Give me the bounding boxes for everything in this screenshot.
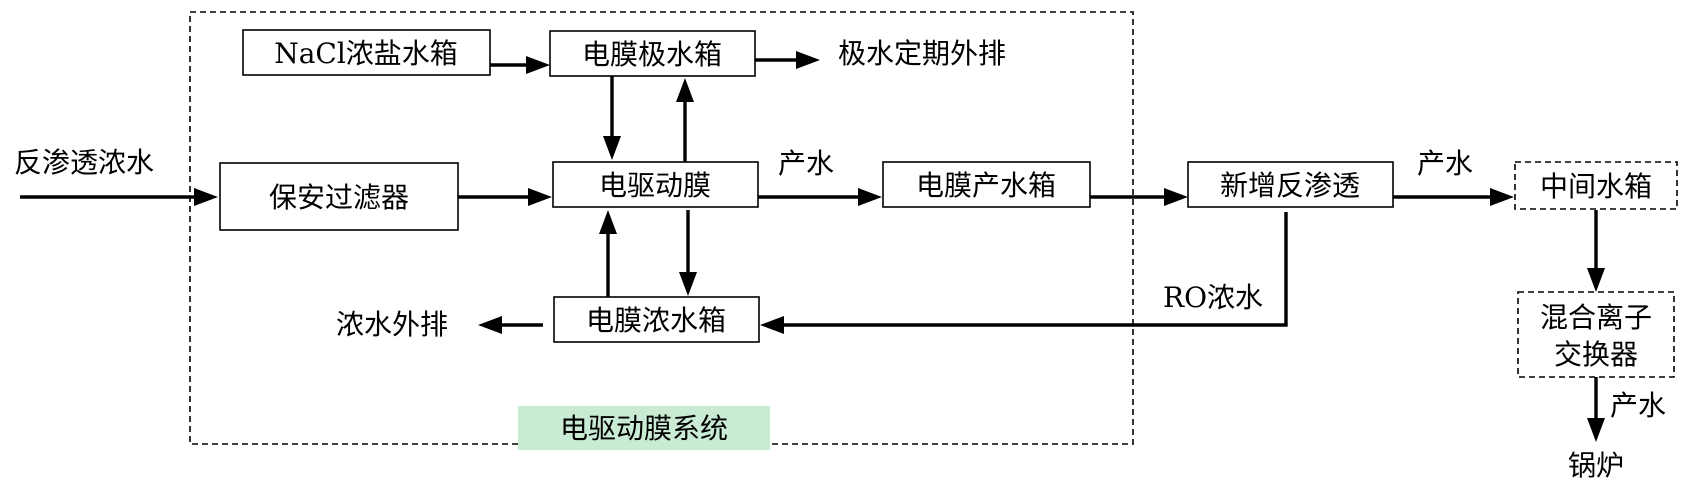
product-water-tank-label: 电膜产水箱 bbox=[916, 169, 1056, 202]
arrow-inlet-to-filter-head bbox=[194, 188, 218, 206]
mixed-bed-exchanger-box bbox=[1517, 291, 1675, 378]
arrow-concentrate-tank-to-membrane-head bbox=[599, 210, 617, 234]
arrow-ro-to-intermediate-head bbox=[1490, 188, 1514, 206]
safety-filter-label: 保安过滤器 bbox=[269, 181, 409, 214]
arrow-ro-concentrate-return-head bbox=[760, 316, 784, 334]
ro-concentrate-return-label: RO浓水 bbox=[1163, 281, 1263, 314]
arrow-ro-concentrate-return bbox=[782, 212, 1288, 327]
mixed-bed-label-line2: 交换器 bbox=[1554, 338, 1638, 371]
product-water-tank-box bbox=[882, 161, 1091, 208]
arrow-concentrate-discharge-head bbox=[478, 316, 502, 334]
arrow-intermediate-to-mixed-bed-head bbox=[1587, 268, 1605, 292]
intermediate-tank-box bbox=[1514, 161, 1678, 210]
new-ro-box bbox=[1187, 161, 1394, 208]
arrow-filter-to-membrane-head bbox=[528, 188, 552, 206]
nacl-tank-label: NaCl浓盐水箱 bbox=[274, 37, 458, 70]
product-water-label-2: 产水 bbox=[1417, 147, 1473, 180]
electrode-water-tank-box bbox=[549, 30, 756, 77]
ro-concentrate-inlet-label: 反渗透浓水 bbox=[14, 146, 154, 179]
arrow-membrane-to-concentrate-tank-head bbox=[679, 272, 697, 296]
concentrate-tank-box bbox=[553, 296, 760, 343]
new-ro-label: 新增反渗透 bbox=[1220, 169, 1360, 202]
boiler-label: 锅炉 bbox=[1568, 449, 1624, 482]
product-water-label-3: 产水 bbox=[1610, 389, 1666, 422]
arrow-product-tank-to-ro-head bbox=[1164, 188, 1188, 206]
intermediate-tank-label: 中间水箱 bbox=[1540, 170, 1652, 203]
nacl-tank-box bbox=[242, 29, 491, 76]
membrane-system-boundary bbox=[189, 11, 1134, 445]
concentrate-tank-label: 电膜浓水箱 bbox=[586, 304, 726, 337]
system-label-background bbox=[518, 406, 770, 450]
arrow-membrane-to-electrode-tank-head bbox=[676, 78, 694, 102]
electrodialysis-membrane-label: 电驱动膜 bbox=[599, 169, 711, 202]
mixed-bed-label-line1: 混合离子 bbox=[1540, 301, 1652, 334]
concentrate-discharge-label: 浓水外排 bbox=[336, 308, 448, 341]
arrow-nacl-to-electrode-tank-head bbox=[526, 56, 550, 74]
electrode-water-tank-label: 电膜极水箱 bbox=[582, 38, 722, 71]
arrow-membrane-to-product-tank-head bbox=[858, 188, 882, 206]
electrodialysis-membrane-box bbox=[552, 161, 759, 208]
arrow-electrode-discharge-head bbox=[796, 51, 820, 69]
arrow-mixed-bed-to-boiler-head bbox=[1587, 418, 1605, 442]
product-water-label-1: 产水 bbox=[778, 147, 834, 180]
system-label: 电驱动膜系统 bbox=[560, 412, 728, 445]
safety-filter-box bbox=[219, 162, 459, 231]
electrode-discharge-label: 极水定期外排 bbox=[838, 37, 1006, 70]
arrow-electrode-tank-to-membrane-head bbox=[603, 136, 621, 160]
